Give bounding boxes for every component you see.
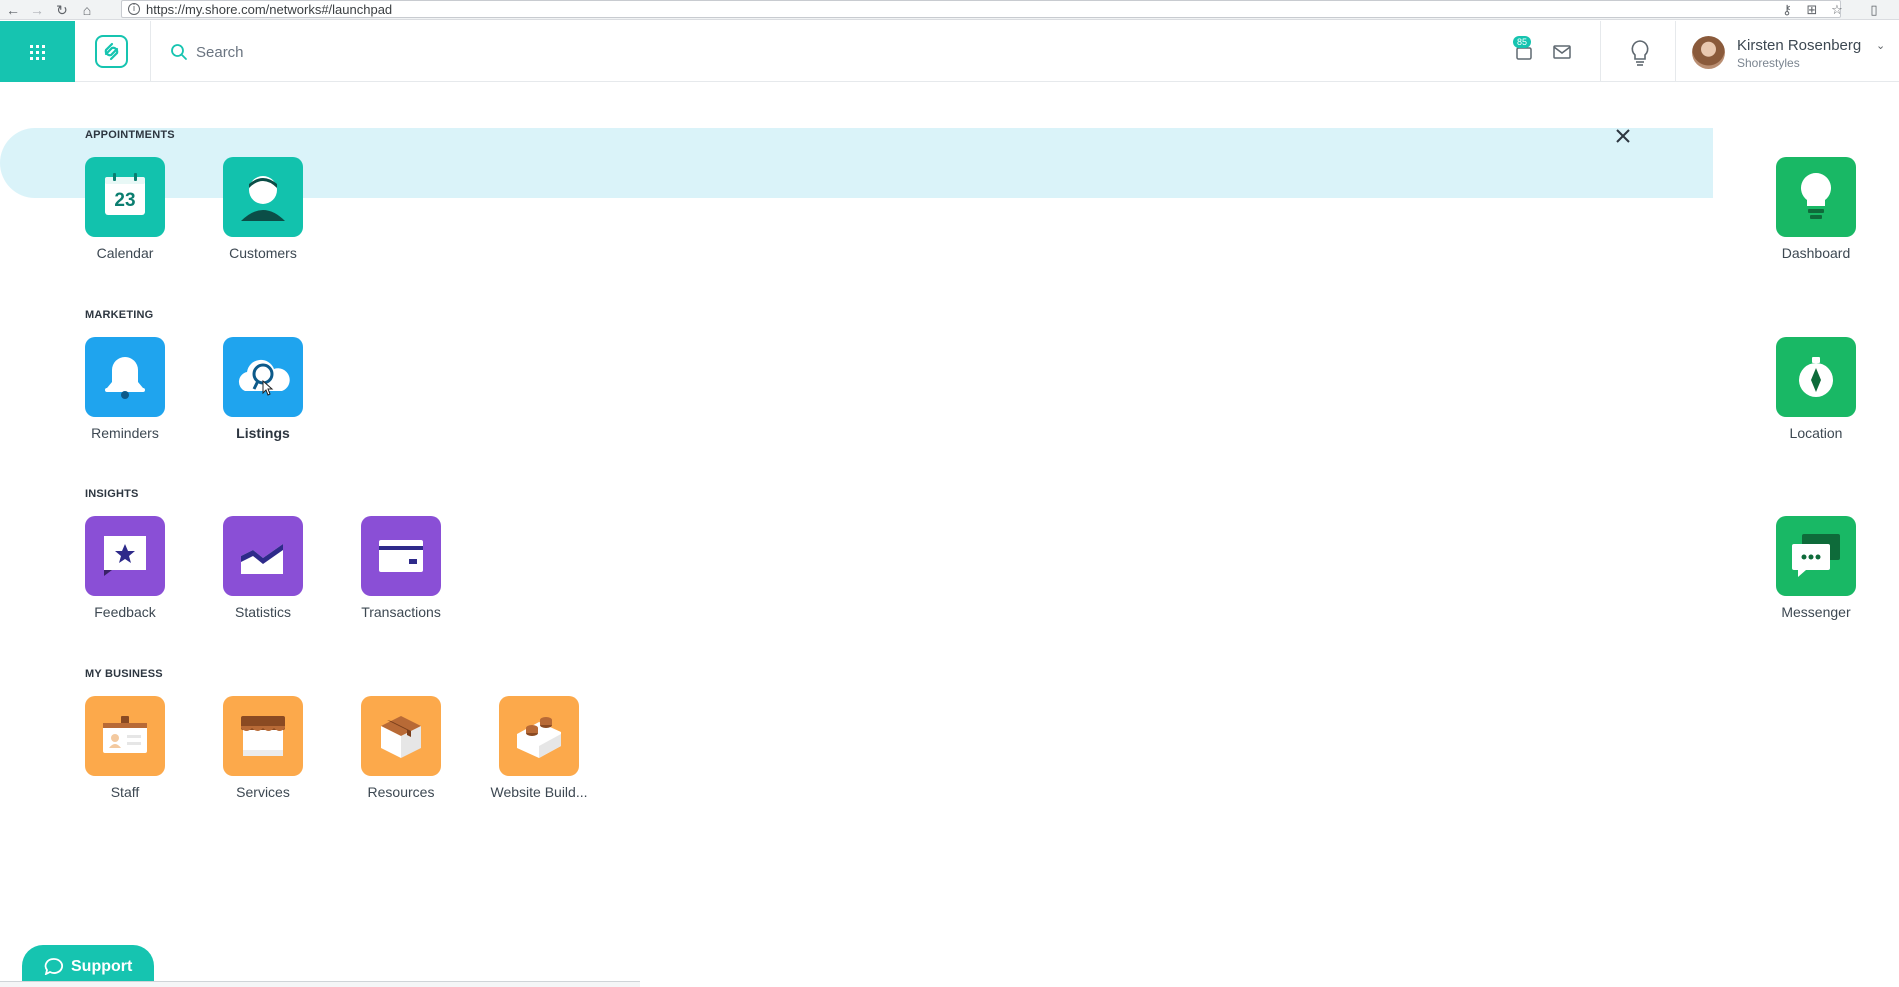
star-bookmark-icon[interactable]: ☆ — [1831, 2, 1843, 17]
section-title-insights: INSIGHTS — [85, 488, 139, 500]
calendar-icon: 23 — [85, 157, 165, 237]
user-organization: Shorestyles — [1737, 56, 1800, 70]
app-tile-website-builder[interactable]: Website Build... — [479, 696, 599, 826]
browser-toolbar: ← → ↻ ⌂ i https://my.shore.com/networks#… — [0, 0, 1899, 20]
app-tile-resources[interactable]: Resources — [341, 696, 461, 826]
search-icon — [171, 44, 187, 60]
section-title-my-business: MY BUSINESS — [85, 668, 163, 680]
section-title-marketing: MARKETING — [85, 309, 154, 321]
app-label: Messenger — [1781, 604, 1851, 620]
chevron-down-icon: ⌄ — [1876, 40, 1886, 52]
staff-badge-icon — [85, 696, 165, 776]
app-label: Location — [1789, 425, 1843, 441]
app-header: 85 Kirsten Rosenberg Shorestyles ⌄ — [0, 21, 1899, 82]
app-tile-messenger[interactable]: Messenger — [1756, 516, 1876, 646]
translate-icon[interactable]: ⊞ — [1806, 2, 1818, 17]
box-icon — [361, 696, 441, 776]
user-name: Kirsten Rosenberg — [1737, 37, 1862, 54]
app-label: Website Build... — [490, 784, 588, 800]
lightbulb-icon[interactable] — [1629, 39, 1651, 67]
status-bar — [0, 981, 640, 987]
app-label: Services — [236, 784, 290, 800]
mail-icon[interactable] — [1553, 44, 1571, 60]
building-block-icon — [499, 696, 579, 776]
app-label: Calendar — [96, 245, 154, 261]
app-tile-feedback[interactable]: Feedback — [65, 516, 185, 646]
app-tile-staff[interactable]: Staff — [65, 696, 185, 826]
app-tile-services[interactable]: Services — [203, 696, 323, 826]
home-icon[interactable]: ⌂ — [82, 2, 92, 18]
url-text[interactable]: https://my.shore.com/networks#/launchpad — [146, 2, 393, 17]
app-label: Transactions — [361, 604, 441, 620]
feedback-star-icon — [85, 516, 165, 596]
app-label: Statistics — [234, 604, 291, 620]
app-tile-transactions[interactable]: Transactions — [341, 516, 461, 646]
user-menu[interactable]: Kirsten Rosenberg Shorestyles ⌄ — [1692, 29, 1892, 75]
logo-link[interactable] — [75, 21, 151, 82]
app-tile-statistics[interactable]: Statistics — [203, 516, 323, 646]
section-title-appointments: APPOINTMENTS — [85, 129, 175, 141]
app-tile-reminders[interactable]: Reminders — [65, 337, 185, 467]
support-label: Support — [71, 958, 133, 975]
listings-cloud-icon — [223, 337, 303, 417]
chat-bubble-icon — [44, 958, 63, 975]
bell-icon — [85, 337, 165, 417]
app-tile-listings[interactable]: Listings — [203, 337, 323, 467]
search-box[interactable] — [166, 39, 666, 65]
site-info-icon[interactable]: i — [128, 3, 140, 15]
extension-icon[interactable]: ▯ — [1870, 2, 1878, 17]
statistics-chart-icon — [223, 516, 303, 596]
forward-arrow-icon[interactable]: → — [30, 2, 44, 18]
app-label: Dashboard — [1781, 245, 1851, 261]
app-tile-location[interactable]: Location — [1756, 337, 1876, 467]
customers-icon — [223, 157, 303, 237]
close-icon[interactable] — [1612, 125, 1634, 147]
app-grid-button[interactable] — [0, 21, 75, 82]
divider — [1675, 21, 1676, 82]
avatar — [1692, 36, 1725, 69]
storefront-icon — [223, 696, 303, 776]
app-label: Staff — [110, 784, 140, 800]
app-tile-calendar[interactable]: 23 Calendar — [65, 157, 185, 287]
credit-card-icon — [361, 516, 441, 596]
app-label: Reminders — [91, 425, 159, 441]
app-tile-customers[interactable]: Customers — [203, 157, 323, 287]
chat-icon — [1776, 516, 1856, 596]
back-arrow-icon[interactable]: ← — [6, 2, 20, 18]
support-button[interactable]: Support — [22, 945, 154, 987]
key-icon[interactable]: ⚷ — [1782, 2, 1792, 17]
divider — [1600, 21, 1601, 82]
notification-badge: 85 — [1513, 36, 1532, 48]
compass-icon — [1776, 337, 1856, 417]
app-label: Listings — [236, 425, 290, 441]
reload-icon[interactable]: ↻ — [56, 2, 68, 18]
lightbulb-icon — [1776, 157, 1856, 237]
search-input[interactable] — [196, 39, 656, 65]
app-label: Resources — [367, 784, 435, 800]
grid-icon — [30, 45, 45, 60]
app-label: Customers — [229, 245, 297, 261]
app-tile-dashboard[interactable]: Dashboard — [1756, 157, 1876, 287]
address-bar[interactable]: i https://my.shore.com/networks#/launchp… — [121, 0, 1841, 18]
calendar-date: 23 — [114, 190, 135, 211]
shore-logo-icon — [95, 35, 128, 68]
app-label: Feedback — [94, 604, 156, 620]
